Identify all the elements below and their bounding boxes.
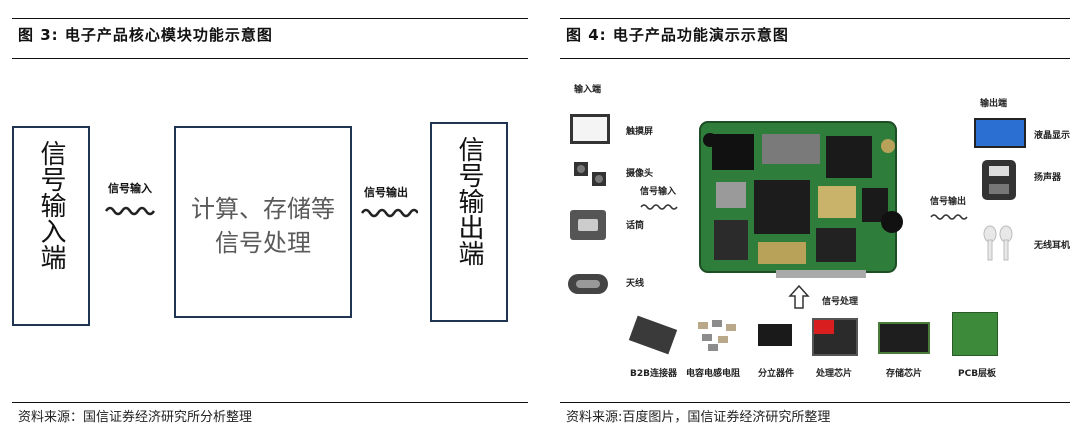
- figure-4-source: 资料来源:百度图片，国信证券经济研究所整理: [566, 410, 831, 425]
- component-caption-1: B2B连接器: [630, 369, 677, 379]
- signal-process-caption: 信号处理: [822, 297, 859, 307]
- input-header: 输入端: [574, 85, 602, 95]
- output-caption-3: 无线耳机: [1034, 241, 1071, 251]
- component-caption-6: PCB层板: [958, 369, 997, 379]
- title-rule: [12, 58, 528, 59]
- signal-processing-text: 计算、存储等信号处理: [191, 195, 335, 257]
- component-caption-5: 存储芯片: [886, 369, 923, 379]
- output-caption-2: 扬声器: [1034, 173, 1062, 183]
- microphone-image: [570, 210, 606, 240]
- signal-input-label: 信号输入: [108, 182, 152, 195]
- signal-output-label: 信号输出: [364, 186, 408, 199]
- top-rule: [560, 18, 1070, 19]
- figure-3-title: 图 3: 电子产品核心模块功能示意图: [18, 26, 273, 44]
- speaker-image: [982, 160, 1016, 200]
- memory-chip-image: [878, 322, 930, 354]
- title-rule: [560, 58, 1070, 59]
- signal-processing-box: 计算、存储等信号处理: [174, 126, 352, 318]
- input-caption-2: 摄像头: [626, 169, 654, 179]
- input-caption-3: 话筒: [626, 221, 645, 231]
- figure-4-panel: 图 4: 电子产品功能演示示意图 输入端 输出端 触摸屏 摄像头 话筒 天线 信…: [560, 18, 1070, 438]
- signal-output-caption: 信号输出: [930, 197, 967, 207]
- input-caption-1: 触摸屏: [626, 127, 654, 137]
- component-caption-3: 分立器件: [758, 369, 795, 379]
- signal-output-box: 信号输出端: [430, 122, 508, 322]
- processor-chip-image: [812, 318, 858, 356]
- bottom-rule: [560, 402, 1070, 403]
- wireless-earphone-image: [980, 224, 1016, 264]
- signal-input-box-text: 信号输入端: [36, 140, 66, 270]
- output-caption-1: 液晶显示: [1034, 131, 1071, 141]
- signal-output-wave-icon: [930, 214, 968, 220]
- b2b-connector-image: [628, 315, 678, 355]
- signal-input-wave-icon: [640, 204, 678, 210]
- signal-input-box: 信号输入端: [12, 126, 90, 326]
- bottom-rule: [12, 402, 528, 403]
- up-arrow-icon: [788, 284, 810, 309]
- input-wave-icon: [104, 206, 156, 216]
- input-caption-4: 天线: [626, 279, 645, 289]
- passive-components-image: [696, 318, 740, 354]
- figure-4-title: 图 4: 电子产品功能演示示意图: [566, 26, 789, 44]
- signal-output-box-text: 信号输出端: [454, 136, 484, 266]
- output-wave-icon: [360, 208, 418, 218]
- discrete-device-image: [758, 324, 792, 346]
- camera-image: [572, 158, 610, 192]
- antenna-image: [568, 274, 608, 294]
- signal-input-caption: 信号输入: [640, 187, 677, 197]
- top-rule: [12, 18, 528, 19]
- lcd-display-image: [974, 118, 1026, 148]
- pcb-layer-image: [952, 312, 998, 356]
- figure-3-source: 资料来源：国信证券经济研究所分析整理: [18, 410, 253, 425]
- output-header: 输出端: [980, 99, 1008, 109]
- component-caption-4: 处理芯片: [816, 369, 853, 379]
- figure-3-panel: 图 3: 电子产品核心模块功能示意图 信号输入端 信号输入 计算、存储等信号处理…: [12, 18, 528, 438]
- touchscreen-image: [570, 114, 610, 144]
- component-caption-2: 电容电感电阻: [686, 369, 741, 379]
- pcb-board-image: [692, 104, 912, 280]
